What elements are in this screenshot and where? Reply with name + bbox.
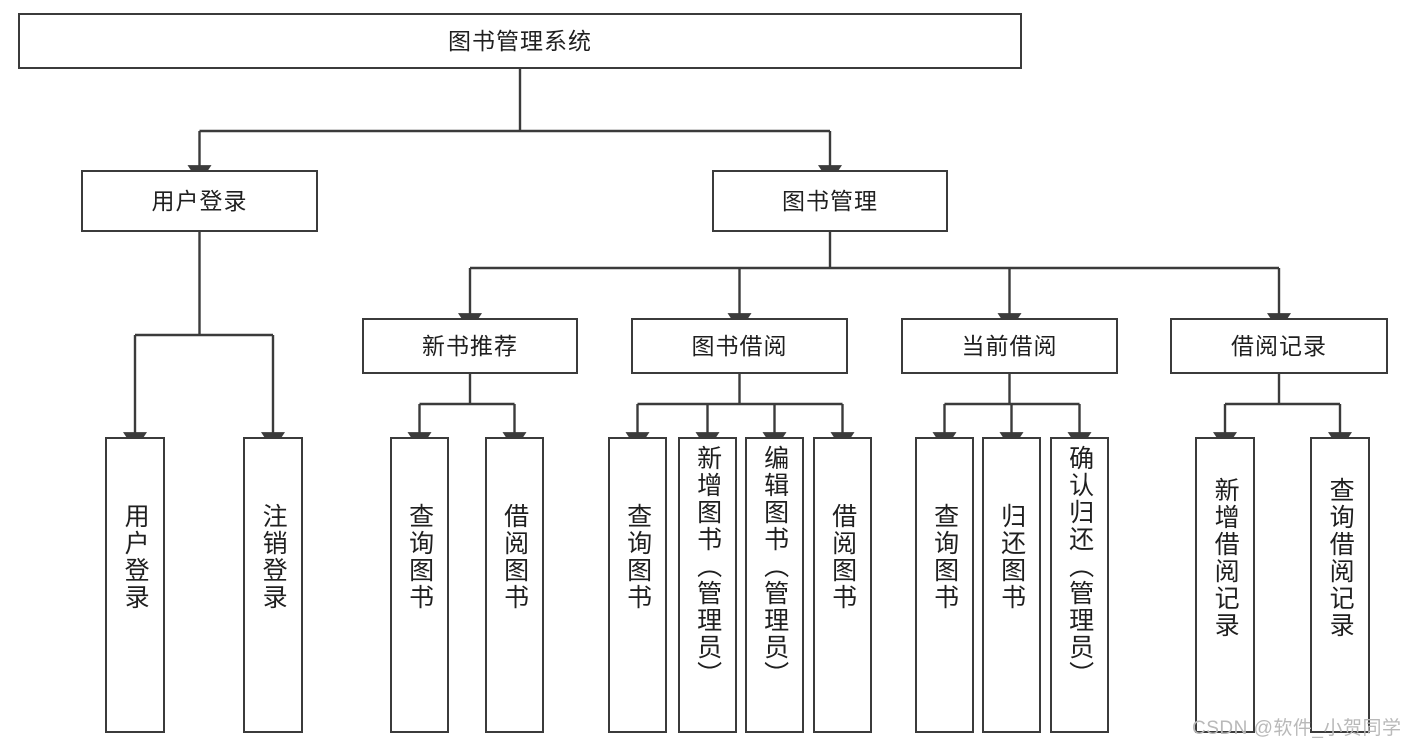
node-label: 图书管理系统 [448, 27, 592, 54]
node-label: 图书借阅 [691, 332, 788, 359]
leaf-confirm-return-admin[interactable]: 确认归还（管理员） [1050, 437, 1109, 733]
node-label: 借阅记录 [1231, 332, 1327, 359]
leaf-add-book-admin[interactable]: 新增图书（管理员） [678, 437, 737, 733]
node-root[interactable]: 图书管理系统 [18, 13, 1022, 69]
leaf-query-book[interactable]: 查询图书 [608, 437, 667, 733]
leaf-add-borrow-record[interactable]: 新增借阅记录 [1195, 437, 1255, 733]
leaf-logout[interactable]: 注销登录 [243, 437, 303, 733]
node-label: 新书推荐 [422, 332, 518, 359]
leaf-borrow-book-recommend[interactable]: 借阅图书 [485, 437, 544, 733]
node-label: 新增图书（管理员） [693, 445, 722, 688]
node-label: 查询图书 [930, 503, 959, 611]
leaf-user-login[interactable]: 用户登录 [105, 437, 165, 733]
node-label: 借阅图书 [828, 503, 857, 611]
node-label: 编辑图书（管理员） [760, 445, 789, 688]
node-book-management[interactable]: 图书管理 [712, 170, 948, 232]
node-label: 借阅图书 [500, 503, 529, 611]
leaf-return-book[interactable]: 归还图书 [982, 437, 1041, 733]
node-label: 归还图书 [997, 503, 1026, 611]
node-label: 查询借阅记录 [1326, 477, 1355, 639]
leaf-query-book-recommend[interactable]: 查询图书 [390, 437, 449, 733]
node-new-book-recommend[interactable]: 新书推荐 [362, 318, 578, 374]
watermark: CSDN @软件_小贺同学 [1192, 718, 1402, 739]
node-label: 新增借阅记录 [1211, 477, 1240, 639]
node-label: 图书管理 [782, 187, 878, 214]
leaf-edit-book-admin[interactable]: 编辑图书（管理员） [745, 437, 804, 733]
leaf-borrow-book[interactable]: 借阅图书 [813, 437, 872, 733]
node-label: 注销登录 [259, 503, 288, 611]
tree-edges [123, 69, 1352, 451]
node-book-borrow[interactable]: 图书借阅 [631, 318, 848, 374]
node-label: 确认归还（管理员） [1065, 445, 1094, 688]
node-user-login[interactable]: 用户登录 [81, 170, 318, 232]
node-label: 查询图书 [623, 503, 652, 611]
node-label: 用户登录 [121, 503, 150, 611]
node-label: 当前借阅 [961, 332, 1058, 359]
node-borrow-record[interactable]: 借阅记录 [1170, 318, 1388, 374]
node-label: 查询图书 [405, 503, 434, 611]
leaf-query-borrow-record[interactable]: 查询借阅记录 [1310, 437, 1370, 733]
leaf-query-book-current[interactable]: 查询图书 [915, 437, 974, 733]
node-current-borrow[interactable]: 当前借阅 [901, 318, 1118, 374]
node-label: 用户登录 [151, 187, 248, 214]
